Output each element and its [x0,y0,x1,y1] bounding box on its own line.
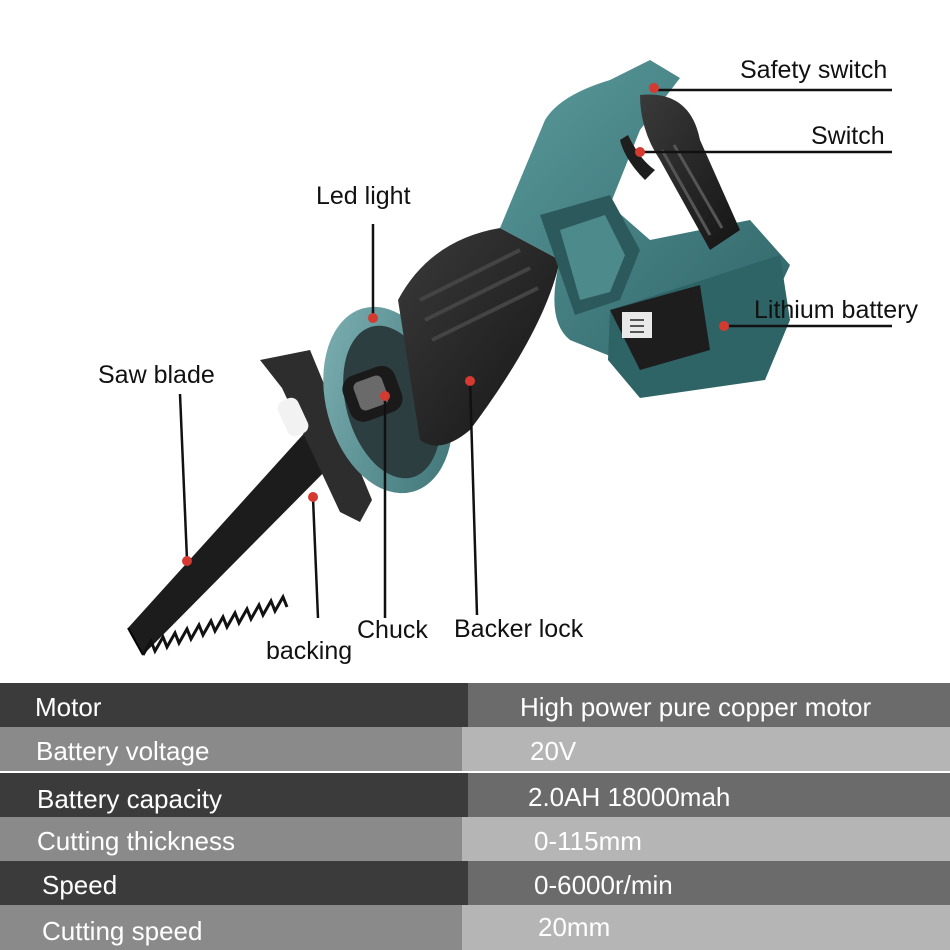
spec-label: Battery voltage [0,727,462,771]
spec-row-cutting-speed: Cutting speed 20mm [0,905,950,950]
battery-pack [608,255,790,398]
spec-row-cutting-thickness: Cutting thickness 0-115mm [0,817,950,861]
marker-backer-lock [465,376,475,386]
line-backing [311,497,320,619]
callout-chuck: Chuck [357,616,428,644]
callout-backing: backing [266,637,353,665]
marker-led-light [368,313,378,323]
line-saw-blade [178,393,189,561]
marker-switch [635,147,645,157]
callout-switch: Switch [811,122,885,150]
spec-label: Cutting thickness [0,817,462,861]
spec-value: 2.0AH 18000mah [468,773,950,817]
saw-blade [127,418,346,656]
spec-value: High power pure copper motor [468,683,950,727]
backing-shoe [260,350,372,522]
spec-row-motor: Motor High power pure copper motor [0,683,950,727]
spec-label: Motor [0,683,468,727]
front-grip [398,228,560,446]
marker-chuck [380,391,390,401]
spec-label: Speed [0,861,468,905]
spec-value: 20V [462,727,950,771]
spec-label: Cutting speed [0,905,462,950]
marker-saw-blade [182,556,192,566]
marker-safety-switch [649,83,659,93]
spec-table: Motor High power pure copper motor Batte… [0,683,950,950]
callout-led-light: Led light [316,182,411,210]
chuck [342,365,403,422]
line-backer-lock [468,379,479,616]
spec-row-speed: Speed 0-6000r/min [0,861,950,905]
marker-lithium-battery [719,321,729,331]
callout-saw-blade: Saw blade [98,361,215,389]
spec-value: 0-115mm [462,817,950,861]
trigger [620,135,655,180]
spec-value: 0-6000r/min [468,861,950,905]
callout-markers [182,83,729,566]
spec-value: 20mm [462,905,950,950]
marker-backing [308,492,318,502]
spec-row-battery-voltage: Battery voltage 20V [0,727,950,771]
callout-lines [178,88,892,619]
spec-label: Battery capacity [0,773,468,817]
callout-lithium-battery: Lithium battery [754,296,918,324]
callout-backer-lock: Backer lock [454,615,584,643]
spec-row-battery-capacity: Battery capacity 2.0AH 18000mah [0,773,950,817]
callout-safety-switch: Safety switch [740,56,888,84]
reciprocating-saw-illustration [127,60,892,656]
product-figure: Safety switch Switch Led light Lithium b… [98,56,918,665]
